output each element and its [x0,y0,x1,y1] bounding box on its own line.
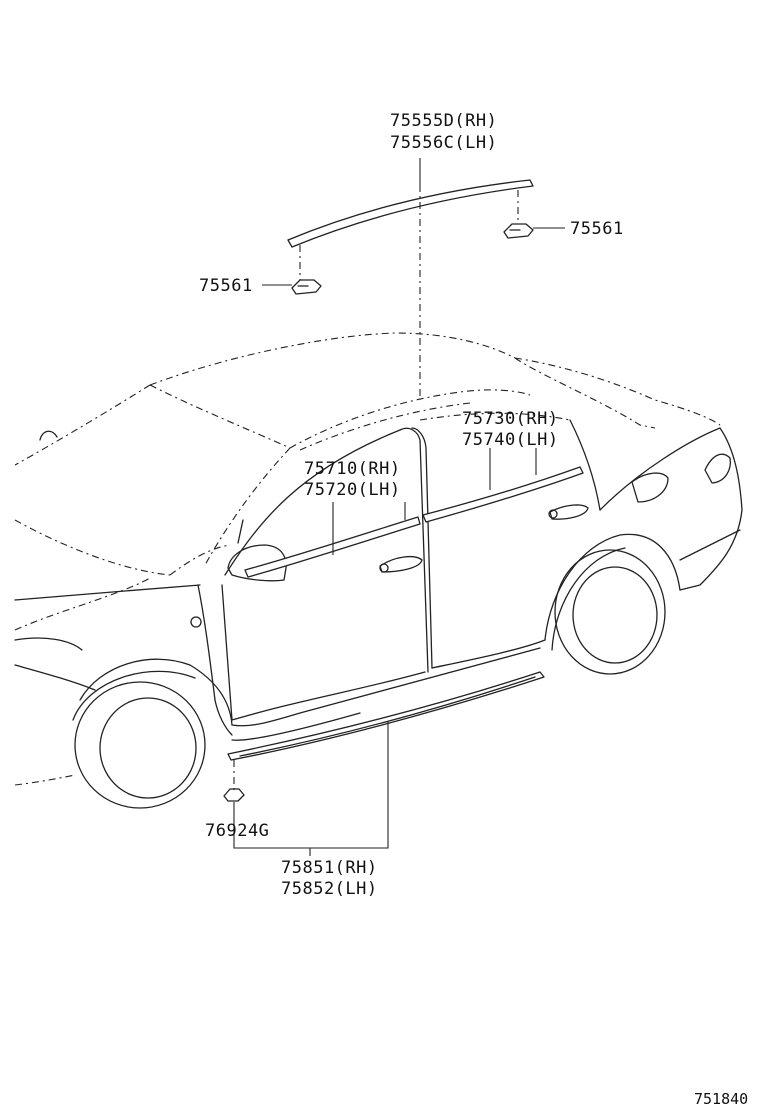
rear-door-belt-moulding [422,466,584,523]
label-roof-clip-left: 75561 [199,276,253,296]
figure-number: 751840 [694,1090,748,1108]
label-roof-moulding-lh: 75556C(LH) [390,133,497,153]
label-front-door-moulding-rh: 75710(RH) [304,459,401,479]
roof-drip-moulding [287,179,534,248]
car-body-outline [14,332,743,809]
label-rear-door-moulding-lh: 75740(LH) [462,430,559,450]
label-front-door-moulding-lh: 75720(LH) [304,480,401,500]
label-rocker-clip: 76924G [205,821,269,841]
roof-clip-left-icon [291,279,322,295]
rocker-clip-icon [223,788,245,802]
label-roof-moulding-rh: 75555D(RH) [390,111,497,131]
roof-clip-right-icon [503,223,534,239]
rocker-panel-moulding [227,671,545,761]
leader-lines [233,158,565,856]
label-rocker-moulding-rh: 75851(RH) [281,858,378,878]
label-rocker-moulding-lh: 75852(LH) [281,879,378,899]
label-rear-door-moulding-rh: 75730(RH) [462,409,559,429]
label-roof-clip-right: 75561 [570,219,624,239]
